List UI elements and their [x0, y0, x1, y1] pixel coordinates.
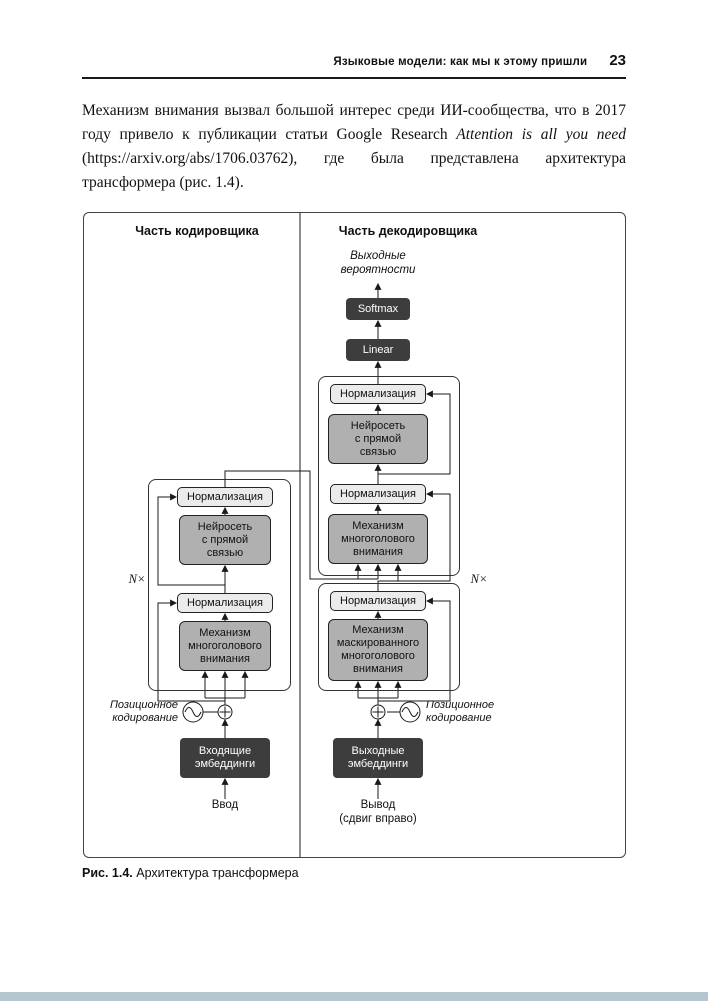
encoder-ffn-box: Нейросеть с прямой связью — [179, 515, 271, 565]
decoder-norm-top-box: Нормализация — [330, 384, 426, 404]
decoder-lower-block — [318, 583, 460, 691]
linear-box: Linear — [346, 339, 410, 361]
running-head: Языковые модели: как мы к этому пришли 2… — [82, 52, 626, 69]
plus-icon — [217, 704, 233, 720]
n-times-label-left: N× — [128, 572, 146, 586]
decoder-mha-box: Механизм многоголового внимания — [328, 514, 428, 564]
input-embeddings-box: Входящие эмбеддинги — [180, 738, 270, 778]
page-bottom-strip — [0, 992, 708, 1001]
paragraph-text-1: Механизм внимания вызвал большой интерес… — [82, 102, 626, 143]
decoder-ffn-box: Нейросеть с прямой связью — [328, 414, 428, 464]
encoder-block — [148, 479, 291, 691]
sine-icon — [182, 701, 204, 723]
softmax-box: Softmax — [346, 298, 410, 320]
decoder-header: Часть декодировщика — [338, 224, 478, 238]
encoder-mha-box: Механизм многоголового внимания — [179, 621, 271, 671]
encoder-header: Часть кодировщика — [135, 224, 259, 238]
running-head-title: Языковые модели: как мы к этому пришли — [333, 56, 588, 68]
positional-encoding-label-left: Позиционное кодирование — [109, 699, 178, 724]
decoder-masked-mha-box: Механизм маскированного многоголового вн… — [328, 619, 428, 681]
figure-caption: Рис. 1.4. Архитектура трансформера — [82, 866, 299, 880]
decoder-upper-block — [318, 376, 460, 576]
plus-icon — [370, 704, 386, 720]
input-label: Ввод — [211, 799, 239, 811]
paragraph-text-2: (https://arxiv.org/abs/1706.03762), где … — [82, 150, 626, 191]
positional-encoding-label-right: Позиционное кодирование — [426, 699, 495, 724]
positional-encoding-icons — [182, 701, 421, 723]
header-rule — [82, 77, 626, 79]
encoder-norm-top-box: Нормализация — [177, 487, 273, 507]
sine-icon — [399, 701, 421, 723]
n-times-label-right: N× — [470, 572, 488, 586]
output-probabilities-label: Выходные вероятности — [340, 250, 416, 276]
diagram-arrows — [157, 213, 451, 857]
decoder-norm-mid-box: Нормализация — [330, 484, 426, 504]
figure-caption-number: Рис. 1.4. — [82, 866, 133, 880]
figure-caption-text: Архитектура трансформера — [132, 866, 299, 880]
output-label: Вывод (сдвиг вправо) — [339, 799, 417, 825]
transformer-diagram: Часть кодировщика Часть декодировщика Вы… — [83, 212, 626, 858]
decoder-norm-bottom-box: Нормализация — [330, 591, 426, 611]
output-embeddings-box: Выходные эмбеддинги — [333, 738, 423, 778]
encoder-norm-bottom-box: Нормализация — [177, 593, 273, 613]
page-number: 23 — [609, 52, 626, 69]
paragraph-italic-title: Attention is all you need — [456, 126, 626, 143]
body-paragraph: Механизм внимания вызвал большой интерес… — [82, 99, 626, 195]
